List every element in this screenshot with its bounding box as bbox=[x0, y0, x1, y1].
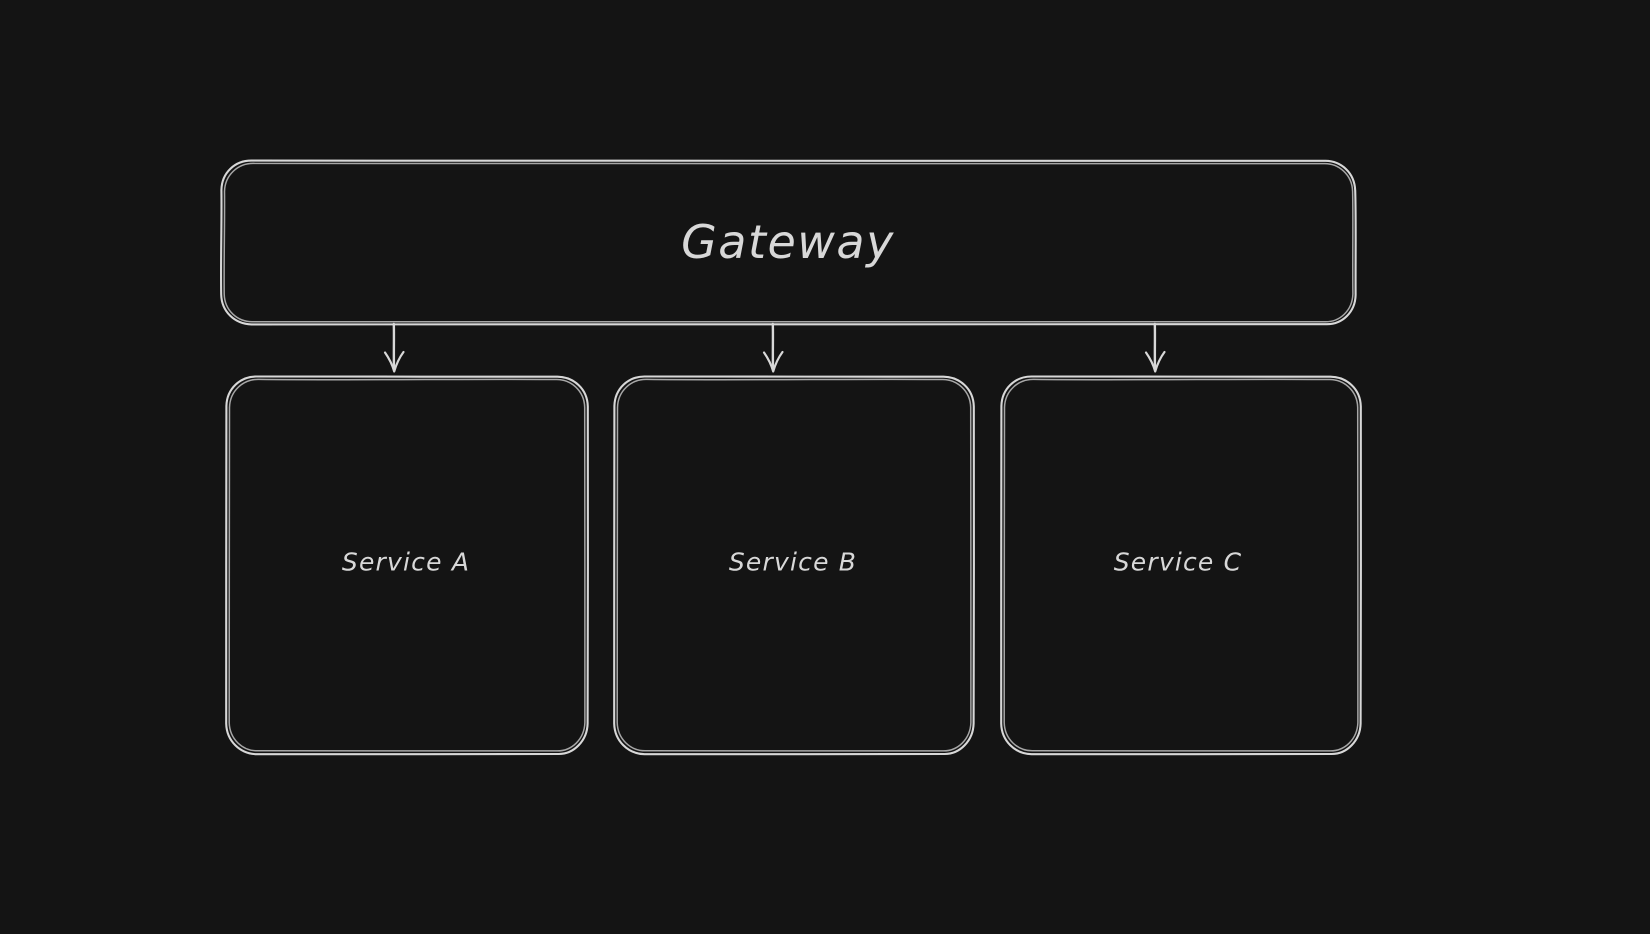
edge-gateway-service-b-arrowhead bbox=[762, 350, 784, 373]
node-service-a-outline-1 bbox=[224, 375, 590, 756]
node-service-b-outline-2 bbox=[616, 378, 972, 752]
node-service-c-fill bbox=[1001, 376, 1361, 754]
edge-gateway-service-c-arrowhead bbox=[1144, 350, 1166, 373]
node-service-c[interactable] bbox=[999, 375, 1363, 756]
edge-gateway-service-a-arrowhead bbox=[383, 350, 405, 373]
node-gateway[interactable] bbox=[219, 159, 1357, 326]
node-service-b-outline-1 bbox=[612, 375, 976, 756]
node-service-a-fill bbox=[226, 376, 588, 754]
node-service-a[interactable] bbox=[224, 375, 590, 756]
edge-gateway-service-c bbox=[1144, 322, 1166, 373]
node-gateway-outline-2 bbox=[223, 162, 1354, 323]
node-gateway-label: Gateway bbox=[681, 215, 895, 269]
node-service-a-outline-2 bbox=[228, 378, 586, 752]
node-service-b[interactable] bbox=[612, 375, 976, 756]
node-service-b-label: Service B bbox=[728, 547, 858, 577]
node-service-c-label: Service C bbox=[1113, 547, 1243, 577]
node-gateway-fill bbox=[221, 160, 1356, 325]
edge-gateway-service-b bbox=[762, 322, 784, 373]
node-service-b-fill bbox=[614, 376, 974, 754]
node-service-c-outline-1 bbox=[999, 375, 1363, 756]
node-service-c-outline-2 bbox=[1003, 378, 1359, 752]
node-gateway-outline-1 bbox=[219, 159, 1357, 326]
edge-gateway-service-a bbox=[383, 322, 405, 373]
node-service-a-label: Service A bbox=[341, 547, 471, 577]
